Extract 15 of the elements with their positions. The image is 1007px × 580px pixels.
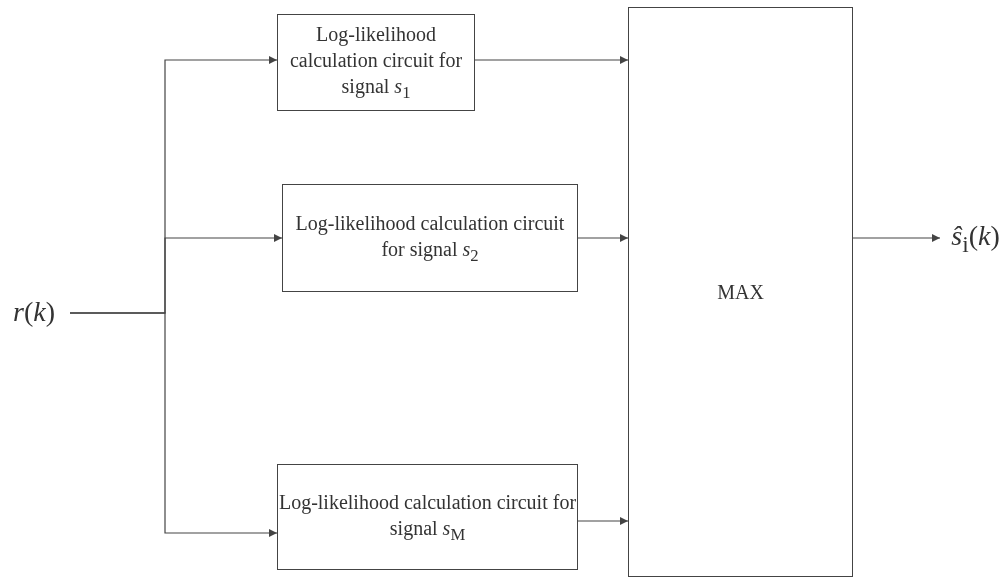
arrow	[577, 517, 629, 525]
arrow	[577, 234, 629, 242]
arrow	[69, 312, 278, 537]
process-box	[277, 14, 475, 111]
box-label: MAX	[717, 280, 764, 305]
box-label: Log-likelihood calculation circuit for signal s$_{M}$	[278, 489, 577, 546]
arrow	[474, 56, 629, 64]
box-label: Log-likelihood calculation circuit for signal s$_{1}$	[288, 22, 464, 104]
max-box	[628, 7, 853, 577]
input-signal-label: r(k)	[13, 294, 55, 329]
process-box	[277, 464, 578, 570]
box-label: Log-likelihood calculation circuit for signal s$_{2}$	[294, 210, 566, 267]
output-signal-label: ŝ$_{i}$(k)	[951, 218, 1000, 259]
arrow	[852, 234, 941, 242]
process-box	[282, 184, 578, 292]
